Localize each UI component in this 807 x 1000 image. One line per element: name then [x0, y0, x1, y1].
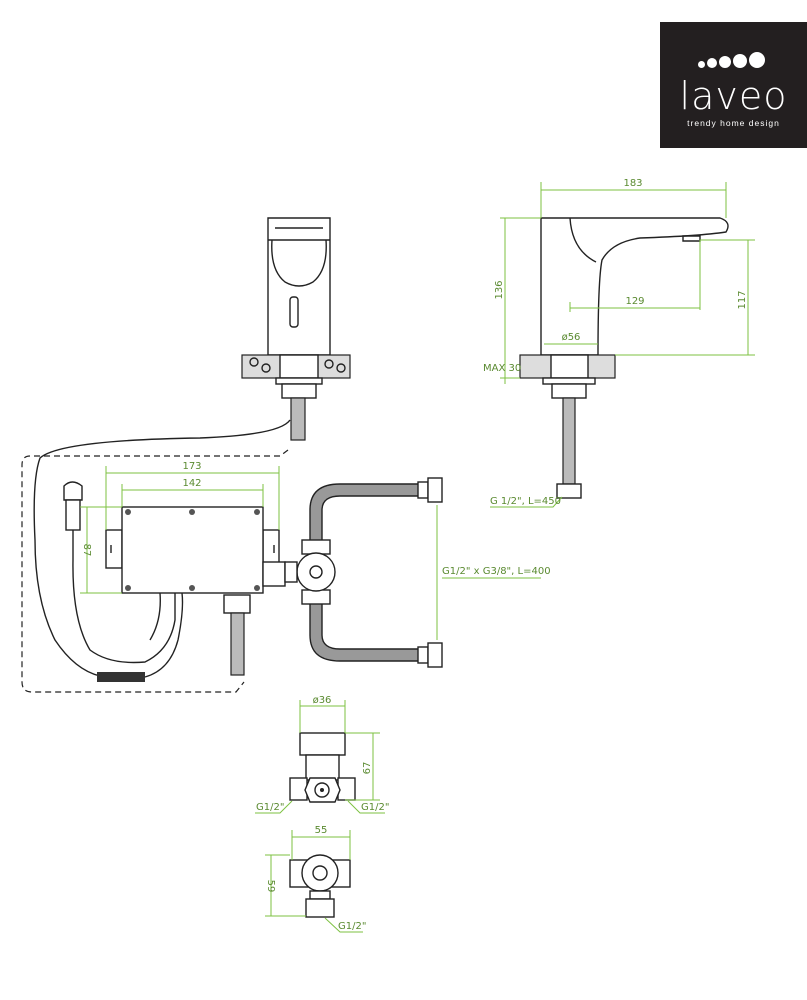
dim-valve-inlet-right: G1/2"	[361, 802, 389, 813]
faucet-dimensions: 183 136 117 129 ø56 MAX 30 G 1/2", L=450	[483, 178, 755, 508]
dim-valve-outlet: G1/2"	[338, 921, 366, 932]
valve-top-dimensions: 55 59 G1/2"	[265, 825, 366, 933]
installation-outline	[21, 449, 289, 693]
dim-box-height: 87	[81, 544, 92, 557]
brand-logo: laveo trendy home design	[660, 22, 807, 148]
dim-valve-width: 55	[315, 825, 328, 836]
faucet-front-view	[241, 217, 351, 441]
dim-faucet-hose: G 1/2", L=450	[490, 496, 561, 507]
dim-max-countertop: MAX 30	[483, 363, 521, 374]
dim-height: 136	[494, 280, 505, 299]
dim-valve-diameter: ø36	[313, 695, 332, 706]
power-plug	[63, 481, 176, 664]
dim-base-diameter: ø56	[562, 332, 581, 343]
logo-name: laveo	[679, 74, 788, 118]
supply-valve-assembly	[284, 477, 443, 668]
dim-outlet-height: 117	[737, 290, 748, 309]
dim-box-total-width: 173	[182, 461, 201, 472]
dim-spout-length: 183	[623, 178, 642, 189]
dim-reach: 129	[625, 296, 644, 307]
logo-dots	[698, 50, 767, 68]
sensor-cable	[33, 419, 291, 677]
control-box	[105, 506, 286, 676]
dim-supply-hoses: G1/2" x G3/8", L=400	[442, 566, 551, 577]
valve-front-dimensions: ø36 67 G1/2" G1/2"	[255, 695, 389, 814]
dim-valve-depth: 59	[265, 880, 276, 893]
dim-box-width: 142	[182, 478, 201, 489]
box-dimensions: 173 142 87 G1/2" x G3/8", L=400	[80, 461, 551, 640]
dim-valve-height: 67	[362, 762, 373, 775]
sensor-window	[289, 296, 299, 328]
cable-connector	[97, 592, 184, 682]
dim-valve-inlet-left: G1/2"	[256, 802, 284, 813]
logo-tagline: trendy home design	[687, 118, 780, 128]
valve-top-view	[289, 854, 351, 918]
valve-front-view	[289, 732, 356, 803]
faucet-side-view	[519, 217, 729, 499]
